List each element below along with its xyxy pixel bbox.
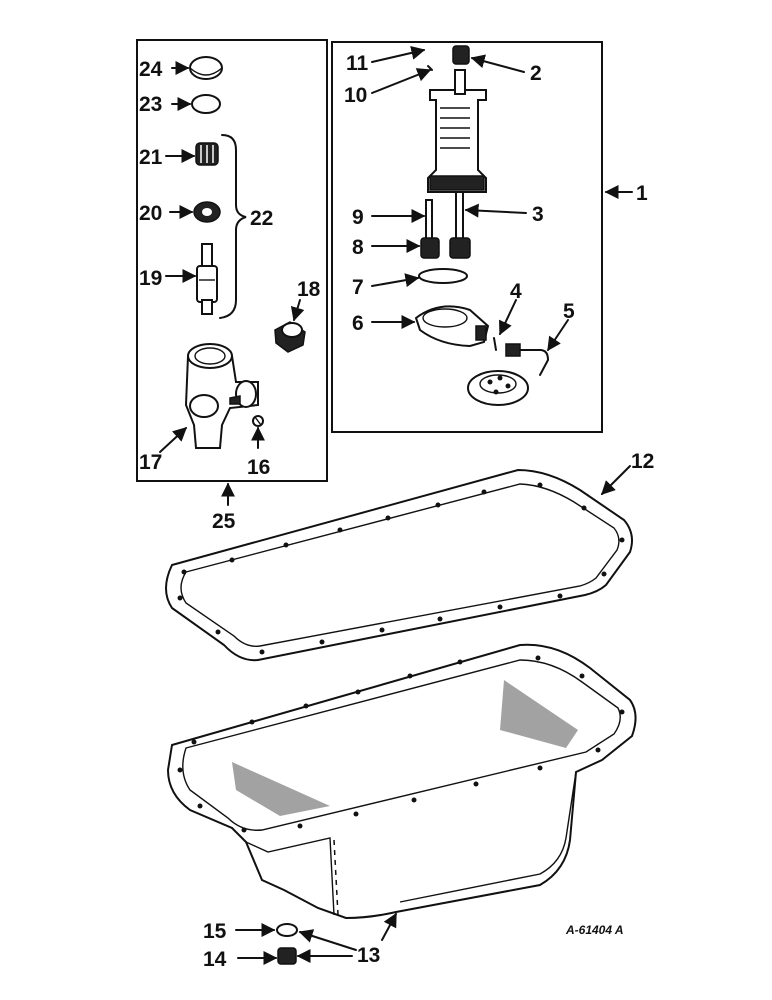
callout-10: 10 — [344, 84, 367, 107]
drain-washer-part — [276, 923, 298, 937]
plug-part — [274, 321, 306, 353]
callout-7: 7 — [352, 276, 364, 299]
callout-11: 11 — [346, 52, 369, 75]
callout-20: 20 — [139, 202, 162, 225]
oil-pump-frame — [331, 41, 603, 433]
oil-screen-part — [467, 343, 550, 406]
callout-21: 21 — [139, 146, 163, 169]
small-pin-part — [493, 337, 497, 351]
callout-22: 22 — [250, 207, 273, 230]
gears-part — [420, 237, 471, 259]
drain-plug-part — [277, 947, 297, 965]
cap-part — [189, 56, 223, 80]
callout-24: 24 — [139, 58, 163, 81]
brace-22 — [219, 134, 247, 319]
leader-lines — [159, 46, 633, 965]
callout-1: 1 — [636, 182, 648, 205]
shaft-part — [196, 243, 218, 315]
top-nut-part — [452, 45, 470, 65]
callout-3: 3 — [532, 203, 544, 226]
callout-18: 18 — [297, 278, 321, 301]
pump-cover-part — [414, 305, 490, 348]
drive-shafts-part — [425, 191, 464, 241]
oil-pan-part — [166, 643, 637, 920]
nut-part — [195, 142, 219, 166]
callout-4: 4 — [510, 280, 522, 303]
callout-17: 17 — [139, 451, 162, 474]
callout-5: 5 — [563, 300, 575, 323]
left-parts-frame — [136, 39, 328, 482]
callout-14: 14 — [203, 948, 227, 971]
small-screw-part — [252, 415, 264, 427]
callout-6: 6 — [352, 312, 364, 335]
callout-2: 2 — [530, 62, 542, 85]
washer-part — [193, 201, 221, 223]
callout-8: 8 — [352, 236, 364, 259]
callout-19: 19 — [139, 267, 162, 290]
pin-part — [427, 65, 433, 71]
reference-code: A-61404 A — [565, 923, 624, 937]
callout-23: 23 — [139, 93, 162, 116]
filter-housing-part — [184, 343, 259, 449]
gasket-part — [418, 268, 468, 284]
oil-pump-body-part — [427, 69, 487, 193]
o-ring-part — [191, 94, 221, 114]
callout-12: 12 — [631, 450, 654, 473]
callout-15: 15 — [203, 920, 227, 943]
callout-9: 9 — [352, 206, 364, 229]
callout-25: 25 — [212, 510, 236, 533]
oil-pan-gasket-part — [165, 468, 633, 662]
callout-16: 16 — [247, 456, 270, 479]
callout-13: 13 — [357, 944, 380, 967]
